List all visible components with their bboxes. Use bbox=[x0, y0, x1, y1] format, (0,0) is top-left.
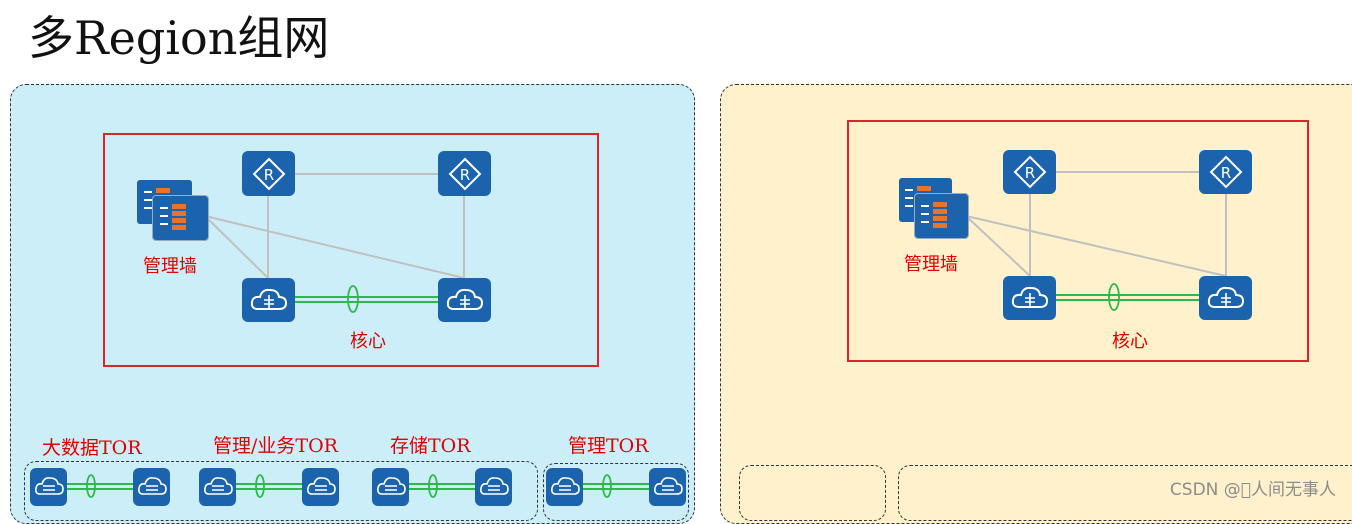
router-icon: R bbox=[448, 157, 481, 190]
tor-group-label-mgmt-business: 管理/业务TOR bbox=[213, 435, 338, 457]
svg-text:R: R bbox=[1024, 164, 1034, 182]
tor-switch-icon bbox=[653, 477, 683, 495]
region-b-core-label: 核心 bbox=[1112, 331, 1148, 352]
tor-switch-mgmt-business-2 bbox=[302, 468, 339, 506]
firewall-icon bbox=[920, 202, 947, 228]
cloud-switch-icon bbox=[250, 288, 287, 310]
region-a-core-switch-1 bbox=[242, 278, 295, 322]
region-a-tor-group-box-1 bbox=[24, 461, 538, 521]
tor-switch-icon bbox=[306, 477, 336, 495]
region-b-core-switch-1 bbox=[1003, 276, 1056, 320]
region-a-firewall-label: 管理墙 bbox=[143, 256, 197, 277]
tor-switch-icon bbox=[34, 477, 64, 495]
page-title: 多Region组网 bbox=[28, 11, 330, 65]
region-a-router-2: R bbox=[438, 151, 491, 196]
region-a-router-1: R bbox=[242, 151, 295, 196]
region-b-tor-group-box-1 bbox=[739, 465, 886, 521]
region-a-core-switch-2 bbox=[438, 278, 491, 322]
cloud-switch-icon bbox=[1207, 286, 1244, 308]
router-icon: R bbox=[1013, 155, 1046, 189]
tor-switch-icon bbox=[376, 477, 406, 495]
firewall-icon bbox=[159, 204, 186, 230]
tor-switch-bigdata-1 bbox=[30, 468, 67, 506]
region-a bbox=[10, 84, 695, 524]
watermark: CSDN @ 人间无事人 bbox=[1169, 480, 1336, 500]
svg-text:R: R bbox=[263, 166, 273, 184]
tor-switch-mgmt-1 bbox=[546, 468, 583, 506]
tor-group-label-mgmt: 管理TOR bbox=[568, 435, 649, 457]
cloud-switch-icon bbox=[1011, 286, 1048, 308]
region-b-core-switch-2 bbox=[1199, 276, 1252, 320]
svg-text:R: R bbox=[1220, 164, 1230, 182]
region-b-firewall-label: 管理墙 bbox=[904, 254, 958, 275]
tor-switch-bigdata-2 bbox=[133, 468, 170, 506]
router-icon: R bbox=[252, 157, 285, 190]
tor-switch-icon bbox=[137, 477, 167, 495]
tor-switch-mgmt-business-1 bbox=[199, 468, 236, 506]
region-a-core-label: 核心 bbox=[350, 331, 386, 352]
tor-group-label-storage: 存储TOR bbox=[390, 435, 471, 457]
svg-text:R: R bbox=[459, 166, 469, 184]
region-a-firewall-2 bbox=[152, 195, 209, 241]
tor-switch-storage-2 bbox=[475, 468, 512, 506]
tor-switch-icon bbox=[479, 477, 509, 495]
links-layer bbox=[67, 171, 1227, 498]
region-b-firewall-2 bbox=[914, 193, 969, 239]
router-icon: R bbox=[1209, 155, 1242, 189]
cloud-switch-icon bbox=[446, 288, 483, 310]
tor-switch-storage-1 bbox=[372, 468, 409, 506]
region-a-core-frame bbox=[103, 133, 599, 367]
tor-group-label-bigdata: 大数据TOR bbox=[42, 437, 142, 459]
tor-switch-icon bbox=[550, 477, 580, 495]
tor-switch-mgmt-2 bbox=[649, 468, 686, 506]
tor-switch-icon bbox=[203, 477, 233, 495]
region-b-router-2: R bbox=[1199, 150, 1252, 194]
region-b-core-frame bbox=[847, 120, 1309, 362]
region-b-router-1: R bbox=[1003, 150, 1056, 194]
